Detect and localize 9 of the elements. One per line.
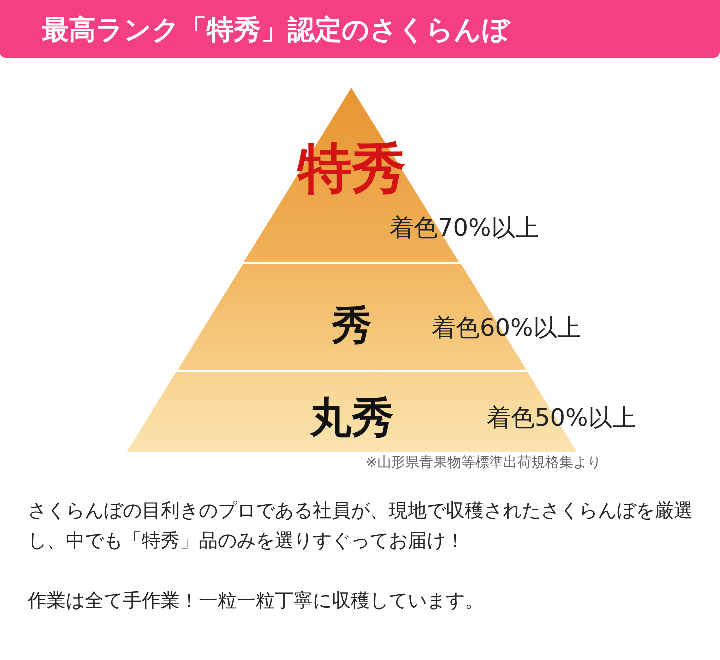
coloring-requirement: 着色70%以上 bbox=[390, 213, 540, 244]
grade-label: 秀 bbox=[332, 302, 372, 349]
title: 最高ランク「特秀」認定のさくらんぼ bbox=[42, 14, 510, 48]
description-text: さくらんぼの目利きのプロである社員が、現地で収穫されたさくらんぼを厳選し、中でも「特秀」品のみを選りすぐってお届け！ bbox=[28, 499, 694, 554]
description-text: 作業は全て手作業！一粒一粒丁寧に収穫しています。 bbox=[28, 589, 485, 614]
grade-label: 特秀 bbox=[298, 136, 406, 200]
grade-label: 丸秀 bbox=[310, 393, 394, 442]
coloring-requirement: 着色50%以上 bbox=[487, 403, 636, 434]
source-note: ※山形県青果物等標準出荷規格集より bbox=[366, 454, 602, 472]
